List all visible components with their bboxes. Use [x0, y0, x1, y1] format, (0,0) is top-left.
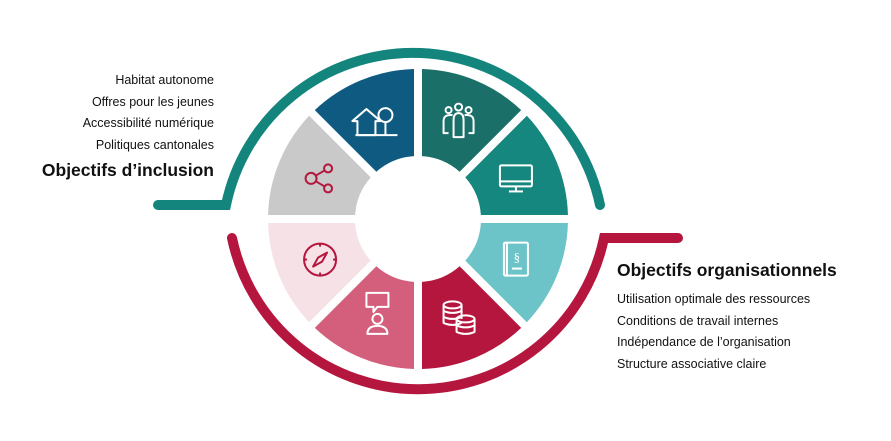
- inclusion-item: Politiques cantonales: [95, 137, 214, 152]
- compass-icon: [303, 242, 338, 277]
- segment-resources: [421, 266, 522, 369]
- share-icon: [304, 163, 334, 194]
- person-speech-icon: [365, 291, 390, 335]
- organisation-arc: [227, 233, 683, 395]
- inclusion-title: Objectifs d’inclusion: [41, 160, 214, 180]
- people-icon: [442, 102, 475, 139]
- segment-law: [465, 222, 568, 323]
- inclusion-arc: [153, 47, 605, 210]
- organisation-item: Structure associative claire: [617, 356, 767, 371]
- inclusion-item: Accessibilité numérique: [82, 116, 214, 130]
- segment-housing: [314, 69, 415, 172]
- segment-communication: [314, 266, 415, 369]
- organisation-item: Utilisation optimale des ressources: [617, 292, 811, 306]
- monitor-icon: [498, 164, 533, 193]
- inclusion-item: Offres pour les jeunes: [91, 94, 214, 109]
- svg-text:§: §: [514, 250, 521, 265]
- inclusion-goals: Habitat autonome Offres pour les jeunes …: [42, 70, 214, 181]
- organisation-item: Indépendance de l’organisation: [617, 335, 791, 349]
- organisation-item: Conditions de travail internes: [617, 313, 779, 328]
- house-tree-icon: [351, 107, 398, 137]
- organisation-title: Objectifs organisationnels: [617, 260, 837, 280]
- segment-network: [268, 115, 371, 216]
- coins-icon: [442, 300, 476, 335]
- segment-people: [421, 69, 522, 172]
- inclusion-item: Habitat autonome: [115, 73, 214, 87]
- law-book-icon: §: [502, 241, 529, 277]
- organisation-goals: Objectifs organisationnels Utilisation o…: [617, 260, 837, 375]
